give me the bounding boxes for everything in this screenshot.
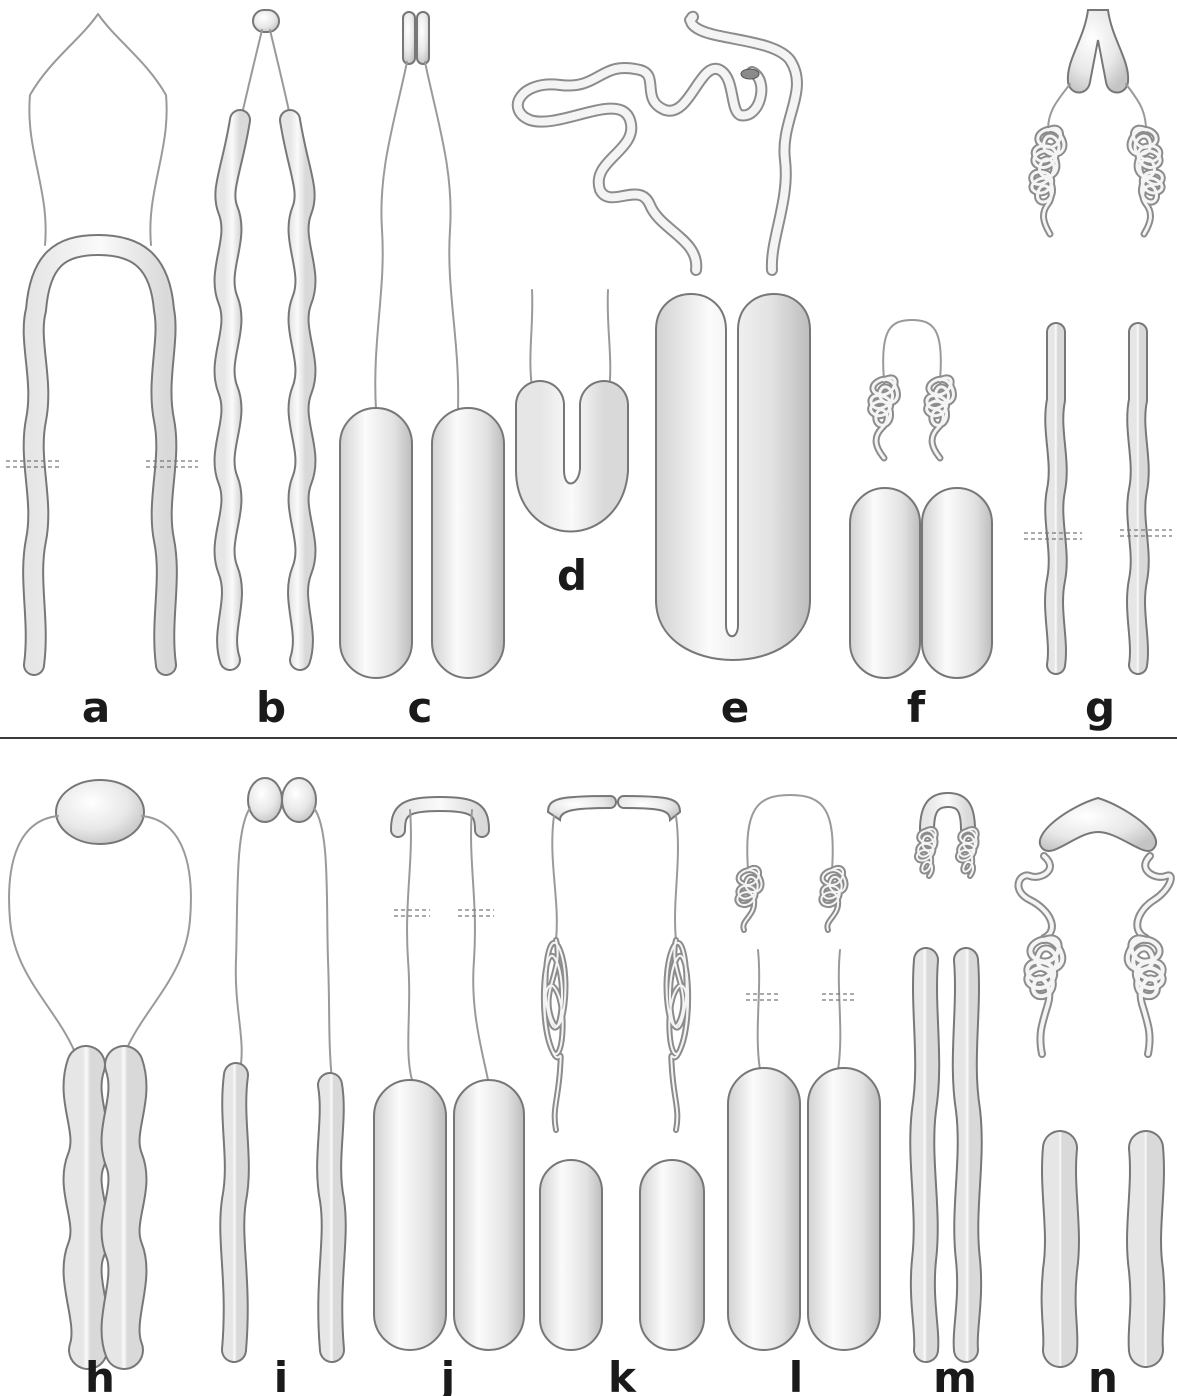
label-m: m: [933, 1353, 977, 1396]
organ-b: [225, 10, 306, 660]
organ-a: [6, 14, 198, 665]
label-k: k: [608, 1353, 637, 1396]
label-a: a: [82, 683, 110, 732]
label-i: i: [274, 1353, 288, 1396]
organ-i: [232, 778, 333, 1350]
organ-c: [340, 12, 504, 678]
label-d: d: [557, 551, 587, 600]
organ-d: d: [530, 290, 610, 600]
organ-l: [728, 795, 880, 1350]
organ-f: [850, 320, 992, 678]
label-g: g: [1085, 683, 1115, 732]
label-c: c: [408, 683, 433, 732]
organ-m: [917, 800, 977, 1350]
organ-g: [1024, 10, 1172, 665]
organ-n: [1018, 798, 1170, 1350]
organ-j: [374, 804, 524, 1350]
label-l: l: [789, 1353, 803, 1396]
label-j: j: [439, 1353, 455, 1396]
organ-k: [540, 796, 704, 1350]
label-h: h: [85, 1353, 115, 1396]
organ-h: [9, 780, 191, 1350]
label-f: f: [907, 683, 926, 732]
label-b: b: [256, 683, 286, 732]
label-n: n: [1088, 1353, 1118, 1396]
label-e: e: [721, 683, 750, 732]
